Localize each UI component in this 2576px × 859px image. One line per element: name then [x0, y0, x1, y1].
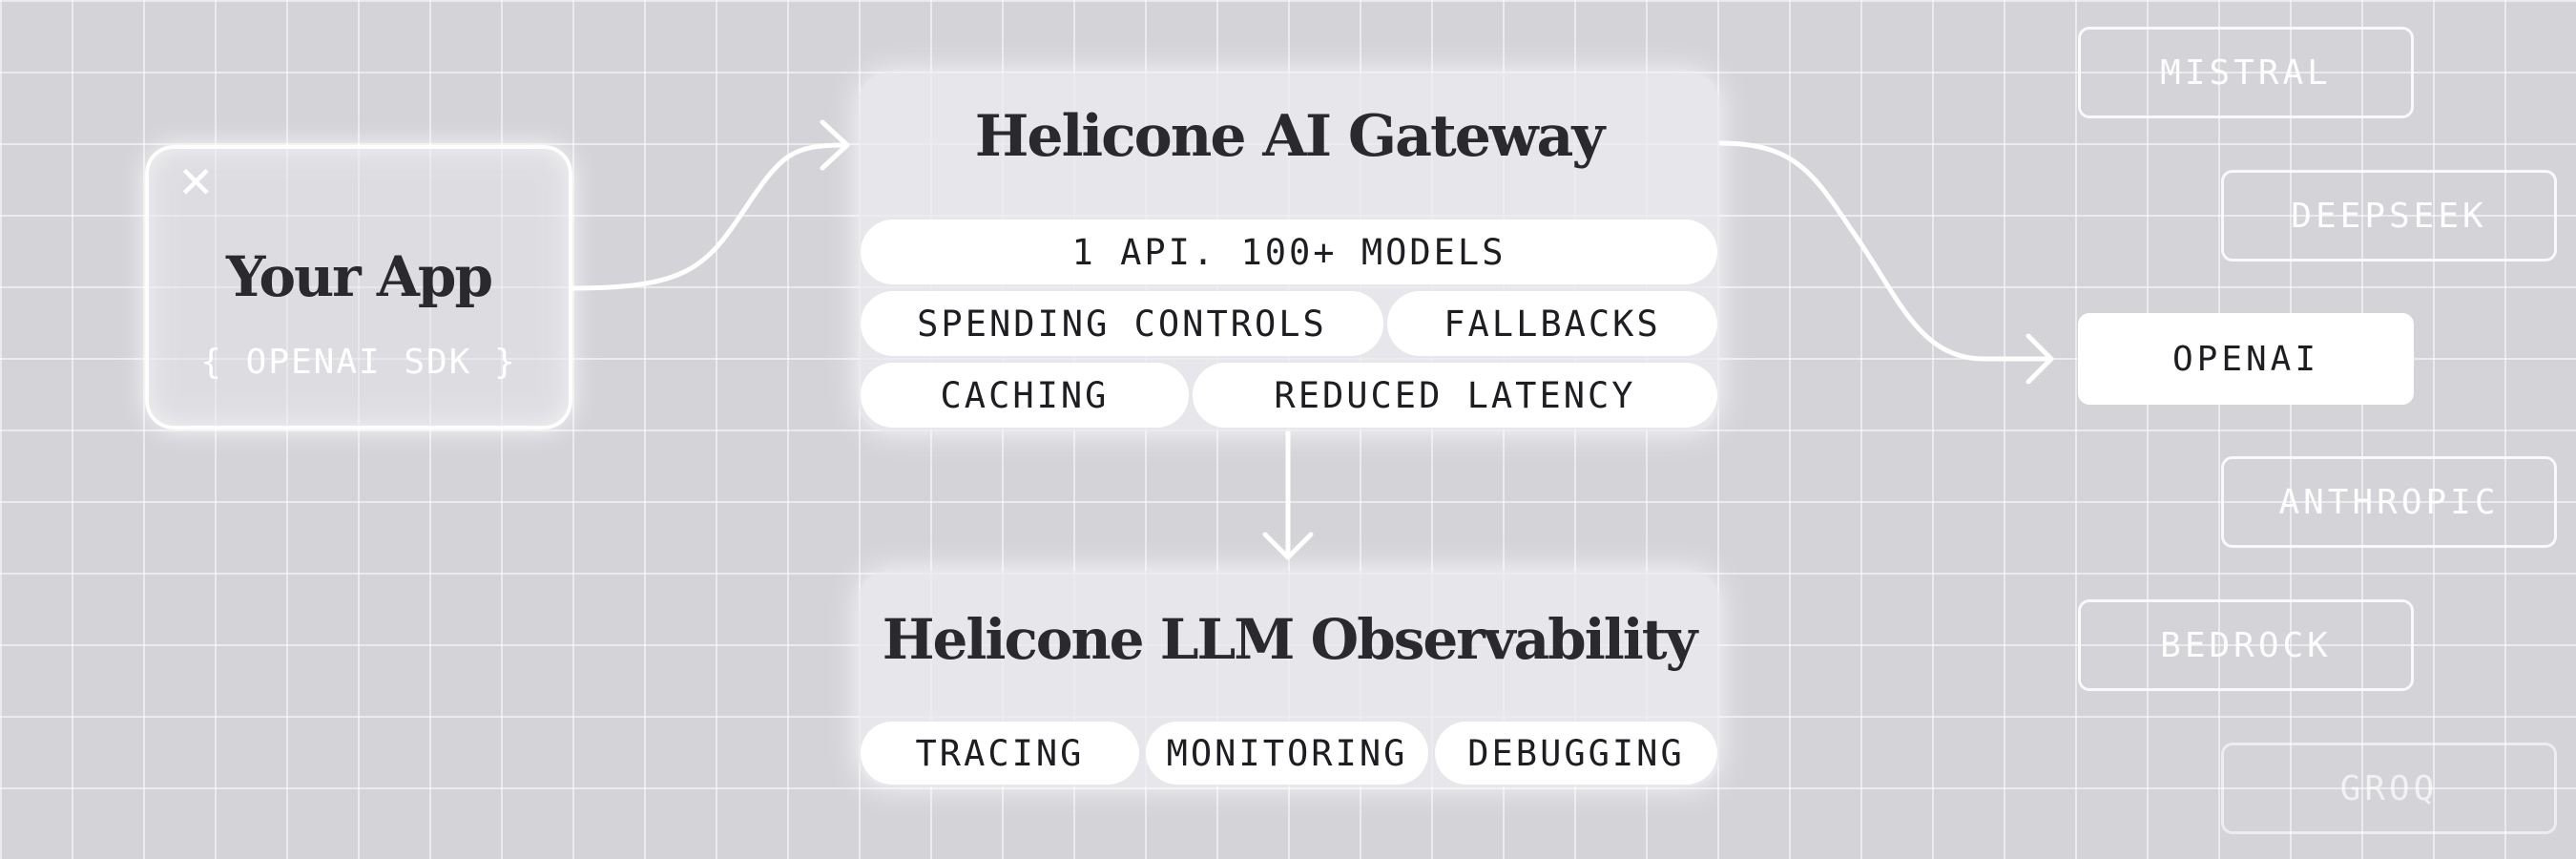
feature-pill-tracing: TRACING	[861, 722, 1139, 785]
feature-pill-debugging: DEBUGGING	[1435, 722, 1717, 785]
your-app-card: ✕ Your App { OPENAI SDK }	[145, 145, 572, 430]
provider-deepseek[interactable]: DEEPSEEK	[2221, 170, 2557, 262]
gateway-to-observability-arrowhead	[1262, 532, 1314, 560]
provider-groq[interactable]: GROQ	[2221, 743, 2557, 834]
provider-bedrock[interactable]: BEDROCK	[2078, 599, 2414, 691]
app-to-gateway-arrowhead	[820, 119, 850, 171]
provider-anthropic[interactable]: ANTHROPIC	[2221, 456, 2557, 548]
feature-pill-spending-controls: SPENDING CONTROLS	[861, 291, 1383, 356]
gateway-to-openai-connector	[1716, 140, 2054, 362]
feature-pill-reduced-latency: REDUCED LATENCY	[1193, 363, 1717, 428]
openai-sdk-label: { OPENAI SDK }	[200, 343, 517, 382]
feature-pill-unified-api: 1 API. 100+ MODELS	[861, 220, 1717, 284]
gateway-to-openai-arrowhead	[2025, 333, 2054, 385]
app-to-gateway-connector	[570, 142, 850, 291]
observability-title: Helicone LLM Observability	[882, 607, 1698, 672]
feature-pill-fallbacks: FALLBACKS	[1387, 291, 1717, 356]
provider-mistral[interactable]: MISTRAL	[2078, 27, 2414, 118]
gateway-title: Helicone AI Gateway	[974, 103, 1606, 170]
feature-pill-caching: CACHING	[861, 363, 1189, 428]
your-app-title: Your App	[225, 244, 493, 309]
provider-openai[interactable]: OPENAI	[2078, 313, 2414, 405]
close-icon[interactable]: ✕	[177, 157, 215, 208]
feature-pill-monitoring: MONITORING	[1146, 722, 1428, 785]
